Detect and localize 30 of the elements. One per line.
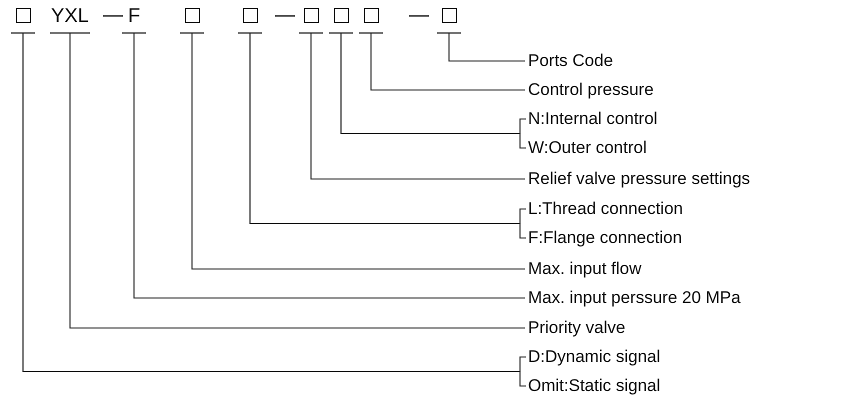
code-placeholder-box [364, 8, 378, 23]
code-description: Relief valve pressure settings [528, 169, 750, 189]
model-code-letters: YXL [51, 5, 89, 27]
code-description: Omit:Static signal [528, 376, 660, 396]
code-placeholder-box [184, 8, 200, 23]
code-placeholder-box [16, 8, 30, 23]
code-placeholder-box [304, 8, 318, 23]
code-description: Ports Code [528, 51, 614, 71]
leader-line [370, 33, 525, 91]
code-description: Priority valve [528, 318, 626, 338]
code-description: W:Outer control [528, 138, 647, 158]
model-code-letters: F [128, 5, 140, 27]
code-description: F:Flange connection [528, 228, 682, 248]
code-placeholder-box [242, 8, 258, 23]
separator-dash: — [275, 4, 295, 26]
leader-line [191, 33, 525, 270]
code-description: N:Internal control [528, 109, 658, 129]
code-description: Max. input perssure 20 MPa [528, 288, 741, 308]
leader-line [448, 33, 525, 62]
code-description: Control pressure [528, 80, 654, 100]
code-description: Max. input flow [528, 259, 642, 279]
separator-dash: — [409, 4, 429, 26]
leader-line [69, 33, 525, 329]
separator-dash: — [103, 4, 123, 26]
leader-line [310, 33, 525, 180]
code-description: L:Thread connection [528, 199, 683, 219]
leader-line [133, 33, 525, 299]
code-description: D:Dynamic signal [528, 347, 660, 367]
code-placeholder-box [442, 8, 456, 23]
code-placeholder-box [334, 8, 348, 23]
